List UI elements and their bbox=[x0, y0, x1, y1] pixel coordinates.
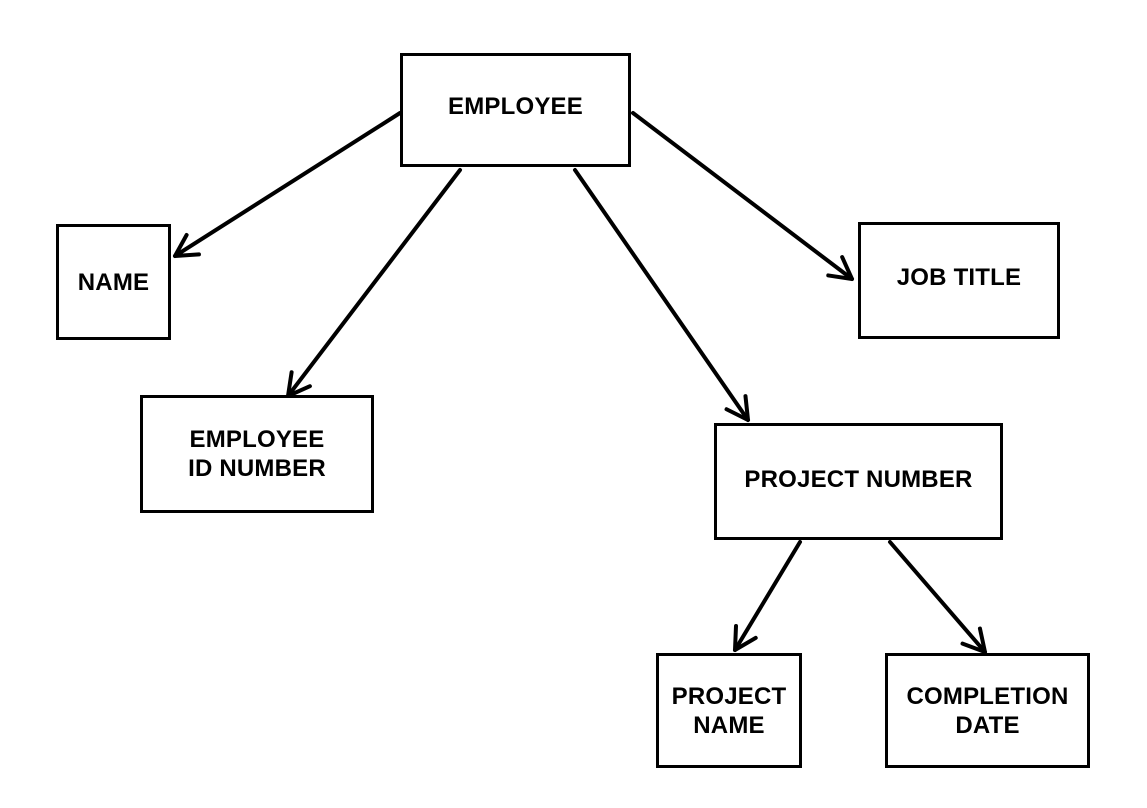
node-name-label: NAME bbox=[77, 268, 150, 296]
node-project-number: PROJECT NUMBER bbox=[714, 423, 1003, 540]
arrow-head bbox=[173, 232, 201, 258]
node-employee-label: EMPLOYEE bbox=[448, 92, 583, 120]
arrow-shaft bbox=[631, 111, 854, 281]
node-completion-date: COMPLETION DATE bbox=[885, 653, 1090, 768]
arrow-employee-to-project_number bbox=[573, 168, 750, 422]
arrow-employee-to-name bbox=[173, 111, 402, 258]
arrow-shaft bbox=[286, 168, 462, 398]
arrow-employee-to-employee_id bbox=[286, 168, 462, 398]
arrow-head bbox=[826, 255, 854, 281]
arrow-shaft bbox=[573, 168, 750, 422]
arrow-shaft bbox=[733, 540, 802, 652]
node-job-title: JOB TITLE bbox=[858, 222, 1060, 339]
node-project-name: PROJECT NAME bbox=[656, 653, 802, 768]
arrow-project_number-to-completion_date bbox=[888, 540, 987, 654]
node-employee-id-number-label: EMPLOYEE ID NUMBER bbox=[188, 426, 326, 482]
node-employee: EMPLOYEE bbox=[400, 53, 631, 167]
node-project-number-label: PROJECT NUMBER bbox=[744, 466, 973, 493]
node-project-name-label: PROJECT NAME bbox=[671, 682, 787, 739]
arrow-head bbox=[733, 624, 758, 652]
node-name: NAME bbox=[56, 224, 171, 340]
arrow-shaft bbox=[888, 540, 987, 654]
node-job-title-label: JOB TITLE bbox=[896, 264, 1022, 291]
node-completion-date-label: COMPLETION DATE bbox=[906, 682, 1069, 739]
arrow-employee-to-job_title bbox=[631, 111, 854, 281]
arrow-head bbox=[960, 626, 987, 654]
arrow-shaft bbox=[173, 111, 402, 258]
arrow-head bbox=[724, 394, 750, 422]
node-employee-id-number: EMPLOYEE ID NUMBER bbox=[140, 395, 374, 513]
arrow-project_number-to-project_name bbox=[733, 540, 802, 652]
